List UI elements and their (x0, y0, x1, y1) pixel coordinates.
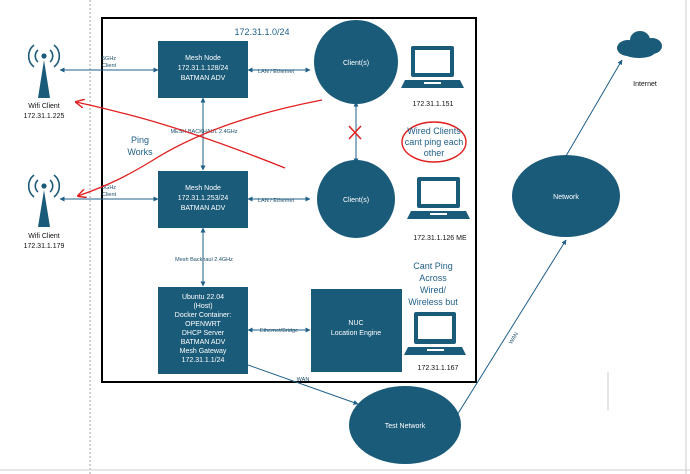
mesh-node-mid-line-3: BATMAN ADV (181, 205, 226, 212)
host-line-1: Ubuntu 22.04 (182, 294, 224, 301)
annotation-x-mark (348, 125, 362, 140)
host-line-8: 172.31.1.1/24 (182, 357, 225, 364)
mesh-node-top-line-3: BATMAN ADV (181, 75, 226, 82)
wifi-client-bot-ip: 172.31.1.179 (24, 243, 65, 250)
host-line-5: DHCP Server (182, 330, 225, 337)
wired-note-line-3: other (424, 148, 445, 158)
host-line-7: Mesh Gateway (180, 348, 227, 355)
mesh-node-mid: Mesh Node 172.31.1.253/24 BATMAN ADV (158, 171, 248, 228)
wifi-antenna-icon-bottom (27, 174, 61, 227)
mesh-node-top-line-1: Mesh Node (185, 55, 221, 62)
host-line-4: OPENWRT (185, 321, 221, 328)
host-line-3: Docker Container: (175, 312, 231, 319)
test-network-label: Test Network (385, 423, 426, 430)
mesh-node-top: Mesh Node 172.31.1.128/24 BATMAN ADV (158, 41, 248, 98)
wifi-client-top-ip: 172.31.1.225 (24, 113, 65, 120)
internet-link (565, 59, 623, 157)
laptop-mid-ip: 172.31.1.126 ME (413, 235, 467, 242)
ping-works-line-2: Works (127, 147, 153, 157)
mesh-node-mid-line-2: 172.31.1.253/24 (178, 195, 229, 202)
link-label-5ghz-top-1: 5GHz (102, 56, 116, 62)
cant-ping-line-3: Wired/ (420, 285, 447, 295)
wifi-antenna-icon-top (27, 44, 61, 98)
annotation-circle (401, 121, 467, 163)
link-label-ethernet-bridge: Ethernet/Bridge (260, 328, 298, 334)
annotation-arrow-to-wifi-bottom (78, 99, 323, 196)
internet-label: Internet (633, 81, 657, 88)
link-label-wan-right: WAN (508, 332, 520, 346)
network-node-label: Network (553, 194, 579, 201)
test-network-node: Test Network (349, 386, 461, 464)
host-line-2: (Host) (193, 303, 212, 310)
network-label: 172.31.1.0/24 (234, 27, 289, 37)
wifi-client-bot-name: Wifi Client (28, 233, 60, 240)
link-label-lan-top: LAN / Ethernet (258, 69, 295, 75)
laptop-bottom-ip: 172.31.1.167 (418, 365, 459, 372)
mesh-node-top-line-2: 172.31.1.128/24 (178, 65, 229, 72)
client-mid-label: Client(s) (343, 197, 369, 204)
laptop-icon-top (401, 46, 464, 88)
cloud-icon (617, 31, 662, 58)
link-label-wan-left: WAN (297, 377, 310, 383)
client-top-label: Client(s) (343, 60, 369, 67)
link-label-5ghz-bot-2: Client (102, 192, 117, 198)
nuc-line-2: Location Engine (331, 330, 381, 337)
wan-link-left (247, 364, 359, 405)
laptop-icon-mid (407, 177, 470, 219)
cant-ping-line-4: Wireless but (408, 297, 458, 307)
nuc-line-1: NUC (348, 320, 363, 327)
laptop-icon-bottom (404, 312, 466, 355)
link-label-lan-mid: LAN / Ethernet (258, 198, 295, 204)
link-label-mesh-backhaul-bot: Mesh Backhaul 2.4GHz (175, 257, 233, 263)
mesh-node-mid-line-1: Mesh Node (185, 185, 221, 192)
ping-works-line-1: Ping (131, 135, 149, 145)
host-line-6: BATMAN ADV (181, 339, 226, 346)
wifi-client-top-name: Wifi Client (28, 103, 60, 110)
cant-ping-line-2: Across (419, 273, 447, 283)
network-node: Network (512, 155, 620, 237)
wan-link-right (453, 239, 567, 421)
host-gateway-box: Ubuntu 22.04 (Host) Docker Container: OP… (158, 287, 248, 374)
wired-note-line-2: cant ping each (405, 137, 464, 147)
wired-note-line-1: Wired Clients (407, 126, 461, 136)
link-label-5ghz-bot-1: 5GHz (102, 185, 116, 191)
link-label-5ghz-top-2: Client (102, 63, 117, 69)
client-top-node: Client(s) (314, 20, 398, 104)
cant-ping-line-1: Cant Ping (413, 261, 453, 271)
client-mid-node: Client(s) (317, 160, 395, 238)
nuc-box: NUC Location Engine (311, 289, 402, 372)
link-label-mesh-backhaul-top: MESH BACKHAUL 2.4GHz (170, 129, 237, 135)
annotation-arrow-to-wifi-top (76, 102, 286, 169)
laptop-top-ip: 172.31.1.151 (413, 101, 454, 108)
